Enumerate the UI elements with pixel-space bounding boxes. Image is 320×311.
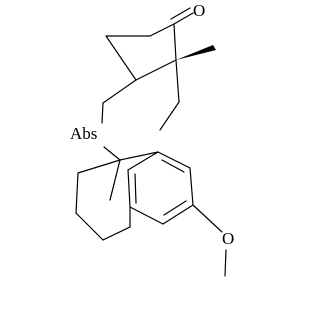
methyl-wedge-bond [176, 45, 216, 60]
carbonyl-bond [170, 7, 191, 20]
bridging-ether: Abs [70, 102, 121, 161]
methoxy-oxygen-label: O [222, 229, 234, 248]
aromatic-inner-bond [163, 200, 187, 216]
chemical-structure-diagram: O Abs O [70, 1, 234, 277]
quaternary-center [77, 151, 159, 201]
bond [127, 169, 131, 208]
bond [135, 59, 177, 81]
bond [192, 204, 223, 233]
bond [224, 249, 227, 277]
bond [149, 23, 175, 37]
ring-b [75, 172, 131, 241]
bond [109, 159, 121, 201]
bond [75, 172, 79, 214]
bond [77, 159, 121, 174]
aromatic-ring [127, 151, 194, 225]
bond [105, 35, 137, 81]
bond [173, 23, 177, 61]
bond [102, 79, 137, 104]
aromatic-inner-bond [134, 173, 137, 204]
ketone-oxygen-label: O [193, 1, 205, 20]
aromatic-inner-bond [161, 159, 185, 173]
bond [102, 226, 131, 241]
bond [129, 206, 164, 225]
bond [157, 151, 191, 169]
ring-d [105, 23, 177, 81]
methoxy-group: O [192, 204, 234, 277]
bond [75, 212, 104, 241]
bond [101, 102, 104, 124]
ether-oxygen-label: Abs [70, 124, 97, 143]
bond [189, 167, 194, 206]
bond [175, 59, 180, 103]
bond [127, 151, 159, 171]
ring-c [102, 59, 180, 131]
bond [119, 151, 159, 161]
bond [103, 146, 121, 161]
ketone-group: O [170, 1, 205, 25]
bond [159, 101, 180, 131]
bond [162, 204, 194, 225]
carbonyl-bond [173, 12, 194, 25]
